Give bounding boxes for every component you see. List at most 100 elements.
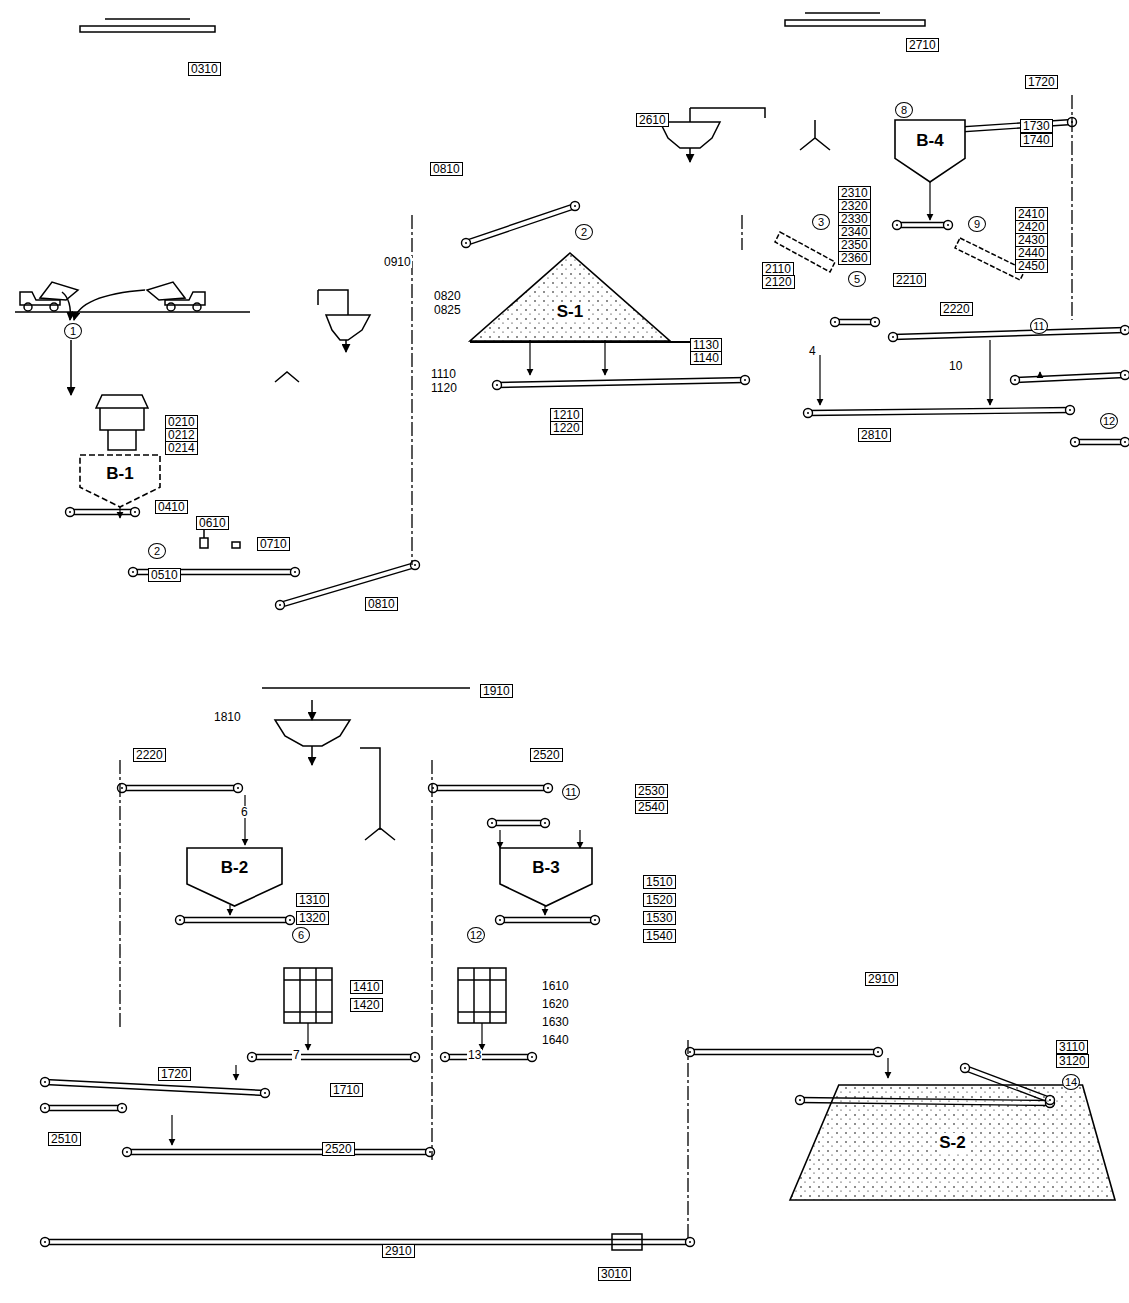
node-outline [470,253,670,341]
equipment-number: 2520 [530,748,563,762]
equipment-number: 1130 [690,338,722,352]
equipment-number: 2540 [635,800,668,814]
callout-number: 1 [64,323,82,339]
hopper [660,122,720,148]
equipment-number: 1140 [690,351,722,365]
stockpile: S-2 [790,1085,1115,1200]
bin-label: B-4 [914,131,945,151]
equipment-number: 0820 [433,290,462,302]
equipment-number: 1540 [643,929,676,943]
equipment-number: 2420 [1015,220,1048,234]
equipment-number: 7 [292,1049,301,1061]
bin-label: B-1 [104,464,135,484]
storage-bin: B-1 [80,455,160,507]
conveyor-group [41,118,1129,1247]
equipment-number: 1610 [541,980,570,992]
dump-truck [15,282,250,312]
equipment-number: 6 [240,806,249,818]
equipment-number: 2220 [133,748,166,762]
belt-conveyor [1011,371,1129,385]
equipment-number: 3010 [598,1267,631,1281]
splitter [275,372,299,382]
equipment-number: 0825 [433,304,462,316]
tripper-rail [262,687,470,689]
callout-number: 6 [292,927,310,943]
belt-conveyor [41,1104,127,1113]
bin-label: S-2 [937,1133,967,1153]
equipment-number: 2220 [940,302,973,316]
storage-bin: B-4 [895,120,965,182]
structures [15,13,1072,1250]
equipment-number: 2450 [1015,259,1048,273]
tripper-rail [80,26,215,32]
tripper-carriage [105,18,190,20]
equipment-number: 2320 [838,199,871,213]
equipment-number: 2310 [838,186,871,200]
equipment-number: 2430 [1015,233,1048,247]
callout-number: 11 [1030,318,1048,334]
equipment-number: 2410 [1015,207,1048,221]
equipment-number: 2120 [762,275,795,289]
crusher [458,968,506,1023]
equipment-number: 10 [948,360,963,372]
bin-label: S-1 [555,302,585,322]
equipment-number: 1520 [643,893,676,907]
flow-arrow [689,148,691,162]
belt-conveyor [889,326,1129,342]
equipment-number: 0212 [165,428,198,442]
equipment-number: 2910 [382,1244,415,1258]
equipment-number: 2710 [906,38,939,52]
equipment-number: 13 [467,1049,482,1061]
equipment-number: 1410 [350,980,383,994]
stockpile: S-1 [470,253,670,341]
callout-number: 2 [148,543,166,559]
equipment-number: 1720 [158,1067,191,1081]
equipment-number: 0910 [383,256,412,268]
equipment-number: 2510 [48,1132,81,1146]
equipment-number: 0710 [257,537,290,551]
flow-arrow [62,292,70,320]
weigher [612,1234,642,1250]
equipment-number: 1220 [550,421,583,435]
equipment-number: 1810 [213,711,242,723]
equipment-number: 1210 [550,408,583,422]
equipment-number: 2110 [762,262,794,276]
flow-arrow [120,138,1040,1145]
belt-conveyor [41,1078,270,1098]
equipment-number: 2520 [322,1142,355,1156]
equipment-number: 1910 [480,684,513,698]
equipment-number: 1620 [541,998,570,1010]
equipment-number: 2210 [893,273,926,287]
belt-conveyor [429,784,553,793]
equipment-number: 1720 [1025,75,1058,89]
equipment-number: 1110 [430,368,457,380]
equipment-number: 0810 [430,162,463,176]
flow-arrow [74,290,145,320]
belt-conveyor [488,819,550,828]
chute-line [318,290,348,315]
equipment-number: 2530 [635,784,668,798]
belt-conveyor [493,376,750,390]
storage-bin: B-2 [187,848,282,906]
equipment-number: 2350 [838,238,871,252]
equipment-number: 1310 [296,893,329,907]
equipment-number: 3110 [1056,1040,1088,1054]
belt-conveyor [893,221,953,230]
equipment-number: 2610 [636,113,669,127]
equipment-number: 1710 [330,1083,363,1097]
equipment-number: 1730 [1020,119,1053,133]
belt-conveyor [276,561,420,610]
equipment-number: 0610 [196,516,229,530]
equipment-number: 1630 [541,1016,570,1028]
equipment-number: 1640 [541,1034,570,1046]
splitter [360,748,395,840]
equipment-number: 1120 [430,382,458,394]
equipment-number: 1740 [1020,133,1053,147]
belt-conveyor [1071,438,1129,447]
callout-number: 3 [812,214,830,230]
splitter [800,120,830,150]
hopper [275,720,350,746]
equipment-number: 0410 [155,500,188,514]
belt-conveyor [66,508,140,517]
